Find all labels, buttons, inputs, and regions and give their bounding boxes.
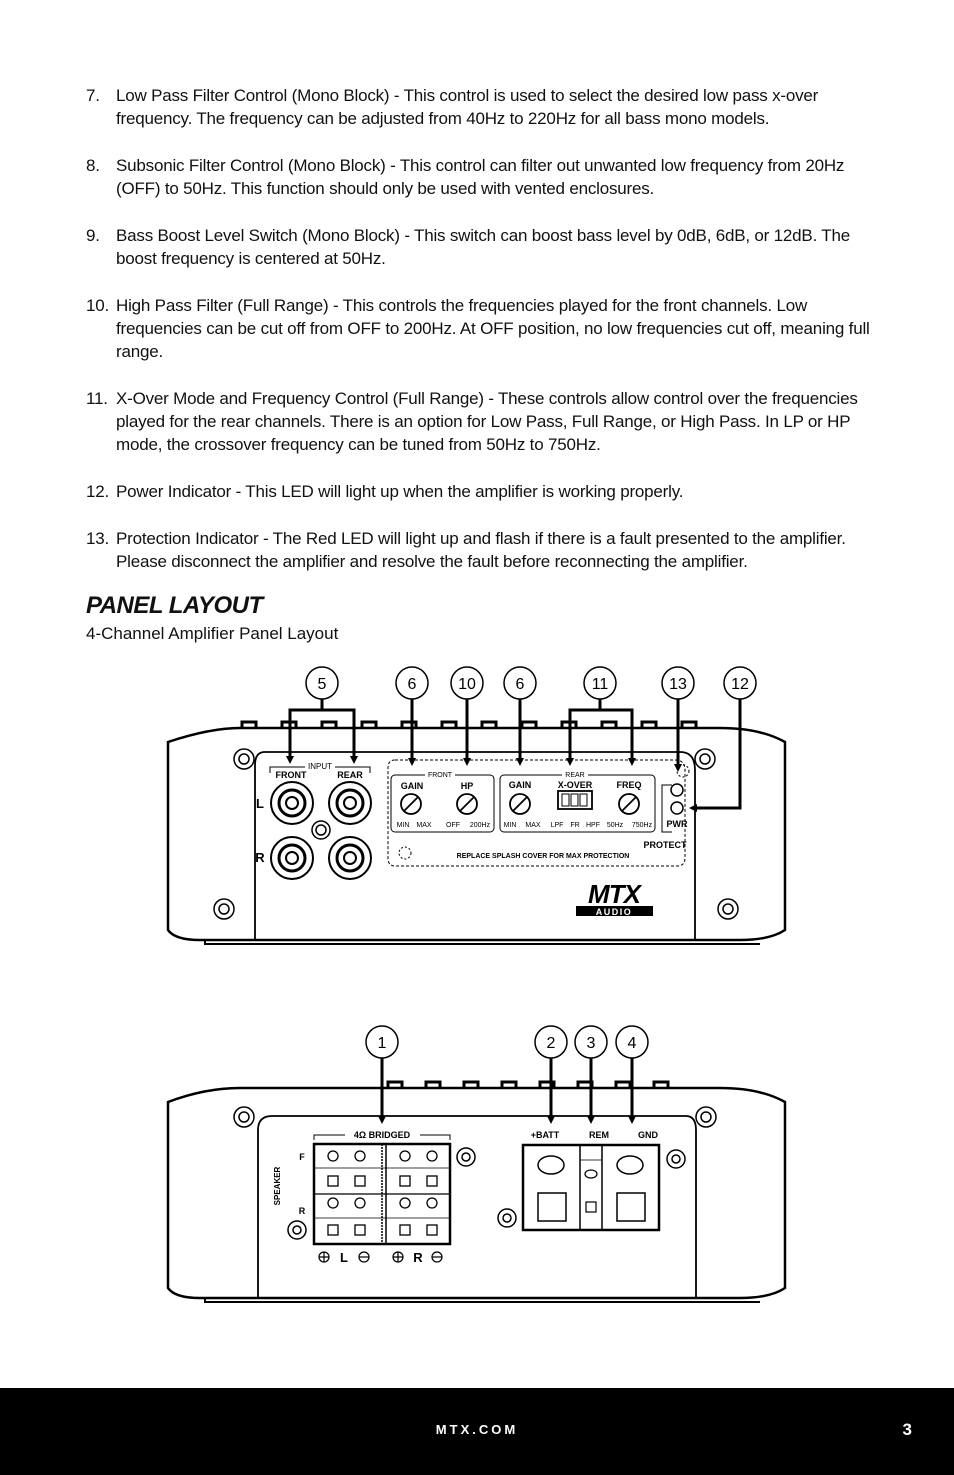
speaker-terminal-block [312, 1142, 452, 1246]
protect-led [670, 783, 684, 797]
xover-fr: FR [570, 822, 579, 829]
list-item: 10.High Pass Filter (Full Range) - This … [86, 296, 870, 361]
svg-text:MTX: MTX [588, 879, 643, 909]
svg-text:10: 10 [458, 676, 476, 693]
footer-site: MTX.COM [435, 1422, 519, 1437]
svg-text:11: 11 [592, 676, 609, 693]
list-item: 8.Subsonic Filter Control (Mono Block) -… [86, 156, 845, 198]
list-item: 13.Protection Indicator - The Red LED wi… [86, 529, 846, 571]
rear-gain-max: MAX [525, 822, 541, 829]
svg-text:6: 6 [516, 676, 525, 693]
rear-gain-label: GAIN [509, 780, 532, 790]
panel-diagram: INPUT FRONT REAR L R FRONT GAIN HP MIN M… [166, 666, 787, 1303]
mtx-logo: MTX AUDIO [576, 879, 653, 917]
front-hp-off: OFF [446, 822, 460, 829]
speaker-front-label: F [299, 1152, 305, 1162]
svg-text:AUDIO: AUDIO [596, 907, 633, 917]
channel-l-label: L [256, 796, 264, 811]
page-number: 3 [902, 1420, 912, 1439]
list-item: 7.Low Pass Filter Control (Mono Block) -… [86, 86, 819, 128]
speaker-l-label: L [340, 1250, 348, 1265]
list-item: 11.X-Over Mode and Frequency Control (Fu… [86, 389, 858, 454]
front-gain-knob [400, 793, 422, 815]
front-gain-label: GAIN [401, 781, 424, 791]
front-hp-knob [456, 793, 478, 815]
speaker-label: SPEAKER [273, 1166, 282, 1205]
page-footer: MTX.COM 3 [0, 1388, 954, 1475]
bridged-label: 4Ω BRIDGED [354, 1130, 411, 1140]
svg-text:3: 3 [587, 1035, 596, 1052]
svg-text:6: 6 [408, 676, 417, 693]
protect-label: PROTECT [643, 840, 687, 850]
section-title: PANEL LAYOUT [86, 592, 263, 619]
speaker-r-label: R [413, 1250, 423, 1265]
rear-panel: 4Ω BRIDGED SPEAKER F R L R +B [166, 1025, 787, 1303]
freq-label: FREQ [616, 780, 641, 790]
gnd-label: GND [638, 1130, 659, 1140]
freq-50hz: 50Hz [607, 822, 624, 829]
freq-knob [618, 793, 640, 815]
svg-text:4: 4 [628, 1035, 637, 1052]
rca-jack-front-left [270, 781, 314, 825]
freq-750hz: 750Hz [632, 822, 653, 829]
section-subtitle: 4-Channel Amplifier Panel Layout [86, 624, 339, 643]
xover-hpf: HPF [586, 822, 600, 829]
list-item: 12.Power Indicator - This LED will light… [86, 482, 684, 501]
pwr-label: PWR [667, 819, 688, 829]
front-hp-label: HP [461, 781, 474, 791]
batt-label: +BATT [531, 1130, 560, 1140]
power-led [670, 801, 684, 815]
rear-group-label: REAR [565, 772, 584, 779]
xover-lpf: LPF [551, 822, 564, 829]
input-rear-label: REAR [337, 770, 363, 780]
list-item: 9.Bass Boost Level Switch (Mono Block) -… [86, 226, 851, 268]
svg-text:13: 13 [669, 676, 687, 693]
speaker-rear-label: R [299, 1206, 306, 1216]
front-gain-min: MIN [397, 822, 410, 829]
front-hp-200hz: 200Hz [470, 822, 491, 829]
svg-text:1: 1 [378, 1035, 387, 1052]
xover-label: X-OVER [558, 780, 593, 790]
rca-jack-rear-left [328, 781, 372, 825]
front-gain-max: MAX [416, 822, 432, 829]
channel-r-label: R [255, 850, 265, 865]
svg-text:2: 2 [547, 1035, 556, 1052]
input-front-label: FRONT [276, 770, 307, 780]
svg-text:5: 5 [318, 676, 327, 693]
xover-switch [557, 790, 593, 810]
input-label: INPUT [308, 762, 332, 771]
front-group-label: FRONT [428, 772, 453, 779]
rear-gain-knob [509, 793, 531, 815]
svg-text:12: 12 [731, 676, 749, 693]
rear-gain-min: MIN [504, 822, 517, 829]
rem-label: REM [589, 1130, 609, 1140]
splash-cover-note: REPLACE SPLASH COVER FOR MAX PROTECTION [457, 853, 630, 860]
rca-jack-rear-right [328, 836, 372, 880]
power-terminal-block [521, 1143, 661, 1232]
rca-jack-front-right [270, 836, 314, 880]
feature-list: 7.Low Pass Filter Control (Mono Block) -… [86, 84, 876, 597]
front-panel: INPUT FRONT REAR L R FRONT GAIN HP MIN M… [166, 666, 787, 945]
